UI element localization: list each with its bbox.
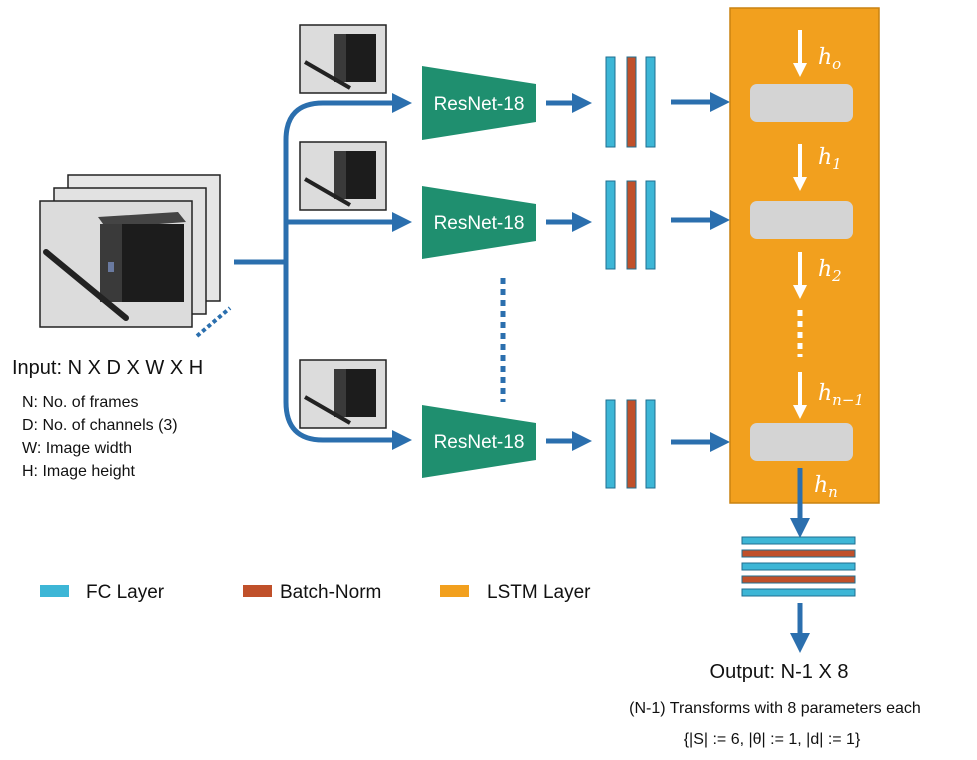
legend: FC Layer Batch-Norm LSTM Layer — [40, 582, 591, 603]
frame-thumbnail-2 — [299, 141, 387, 211]
legend-swatch-fc — [40, 585, 69, 597]
legend-label-lstm: LSTM Layer — [487, 582, 591, 603]
hidden-label-h2: h2 — [818, 257, 842, 285]
output-title: Output: N-1 X 8 — [710, 661, 849, 683]
output-subtitle: (N-1) Transforms with 8 parameters each — [629, 700, 921, 717]
resnet-label-n: ResNet-18 — [434, 432, 525, 453]
lstm-cell-n — [750, 423, 853, 461]
output-fc-bn-stack — [741, 536, 856, 597]
input-title: Input: N X D X W X H — [12, 357, 203, 379]
input-line-channels: D: No. of channels (3) — [22, 417, 178, 434]
fc-to-lstm-arrows — [671, 92, 730, 452]
legend-swatch-lstm — [440, 585, 469, 597]
fc-bn-stack-1 — [605, 56, 656, 148]
legend-label-bn: Batch-Norm — [280, 582, 381, 603]
hidden-label-hn: hn — [814, 473, 838, 501]
resnet-block-n: ResNet-18 — [422, 405, 536, 478]
resnet-label-2: ResNet-18 — [434, 213, 525, 234]
input-frame-front — [39, 200, 193, 328]
legend-swatch-bn — [243, 585, 272, 597]
input-more-frames-dots — [195, 306, 232, 338]
lstm-cell-1 — [750, 84, 853, 122]
hidden-label-h0: ho — [818, 45, 841, 73]
fc-bn-stack-2 — [605, 180, 656, 270]
resnet-to-fc-arrows — [546, 93, 592, 451]
frame-thumbnail-n — [299, 359, 387, 429]
fc-bn-stack-n — [605, 399, 656, 489]
legend-label-fc: FC Layer — [86, 582, 165, 603]
lstm-layer: ho h1 h2 hn−1 — [729, 7, 880, 504]
hidden-label-hn1: hn−1 — [818, 381, 864, 409]
frame-thumbnail-1 — [299, 24, 387, 94]
input-line-width: W: Image width — [22, 440, 132, 457]
split-arrows — [234, 93, 412, 450]
input-line-frames: N: No. of frames — [22, 394, 138, 411]
resnet-label-1: ResNet-18 — [434, 94, 525, 115]
hidden-label-h1: h1 — [818, 145, 842, 173]
input-frame-stack — [39, 174, 232, 338]
lstm-cell-2 — [750, 201, 853, 239]
input-line-height: H: Image height — [22, 463, 136, 480]
output-formula: {|S| := 6, |θ| := 1, |d| := 1} — [684, 731, 861, 748]
resnet-block-2: ResNet-18 — [422, 186, 536, 259]
resnet-block-1: ResNet-18 — [422, 66, 536, 140]
